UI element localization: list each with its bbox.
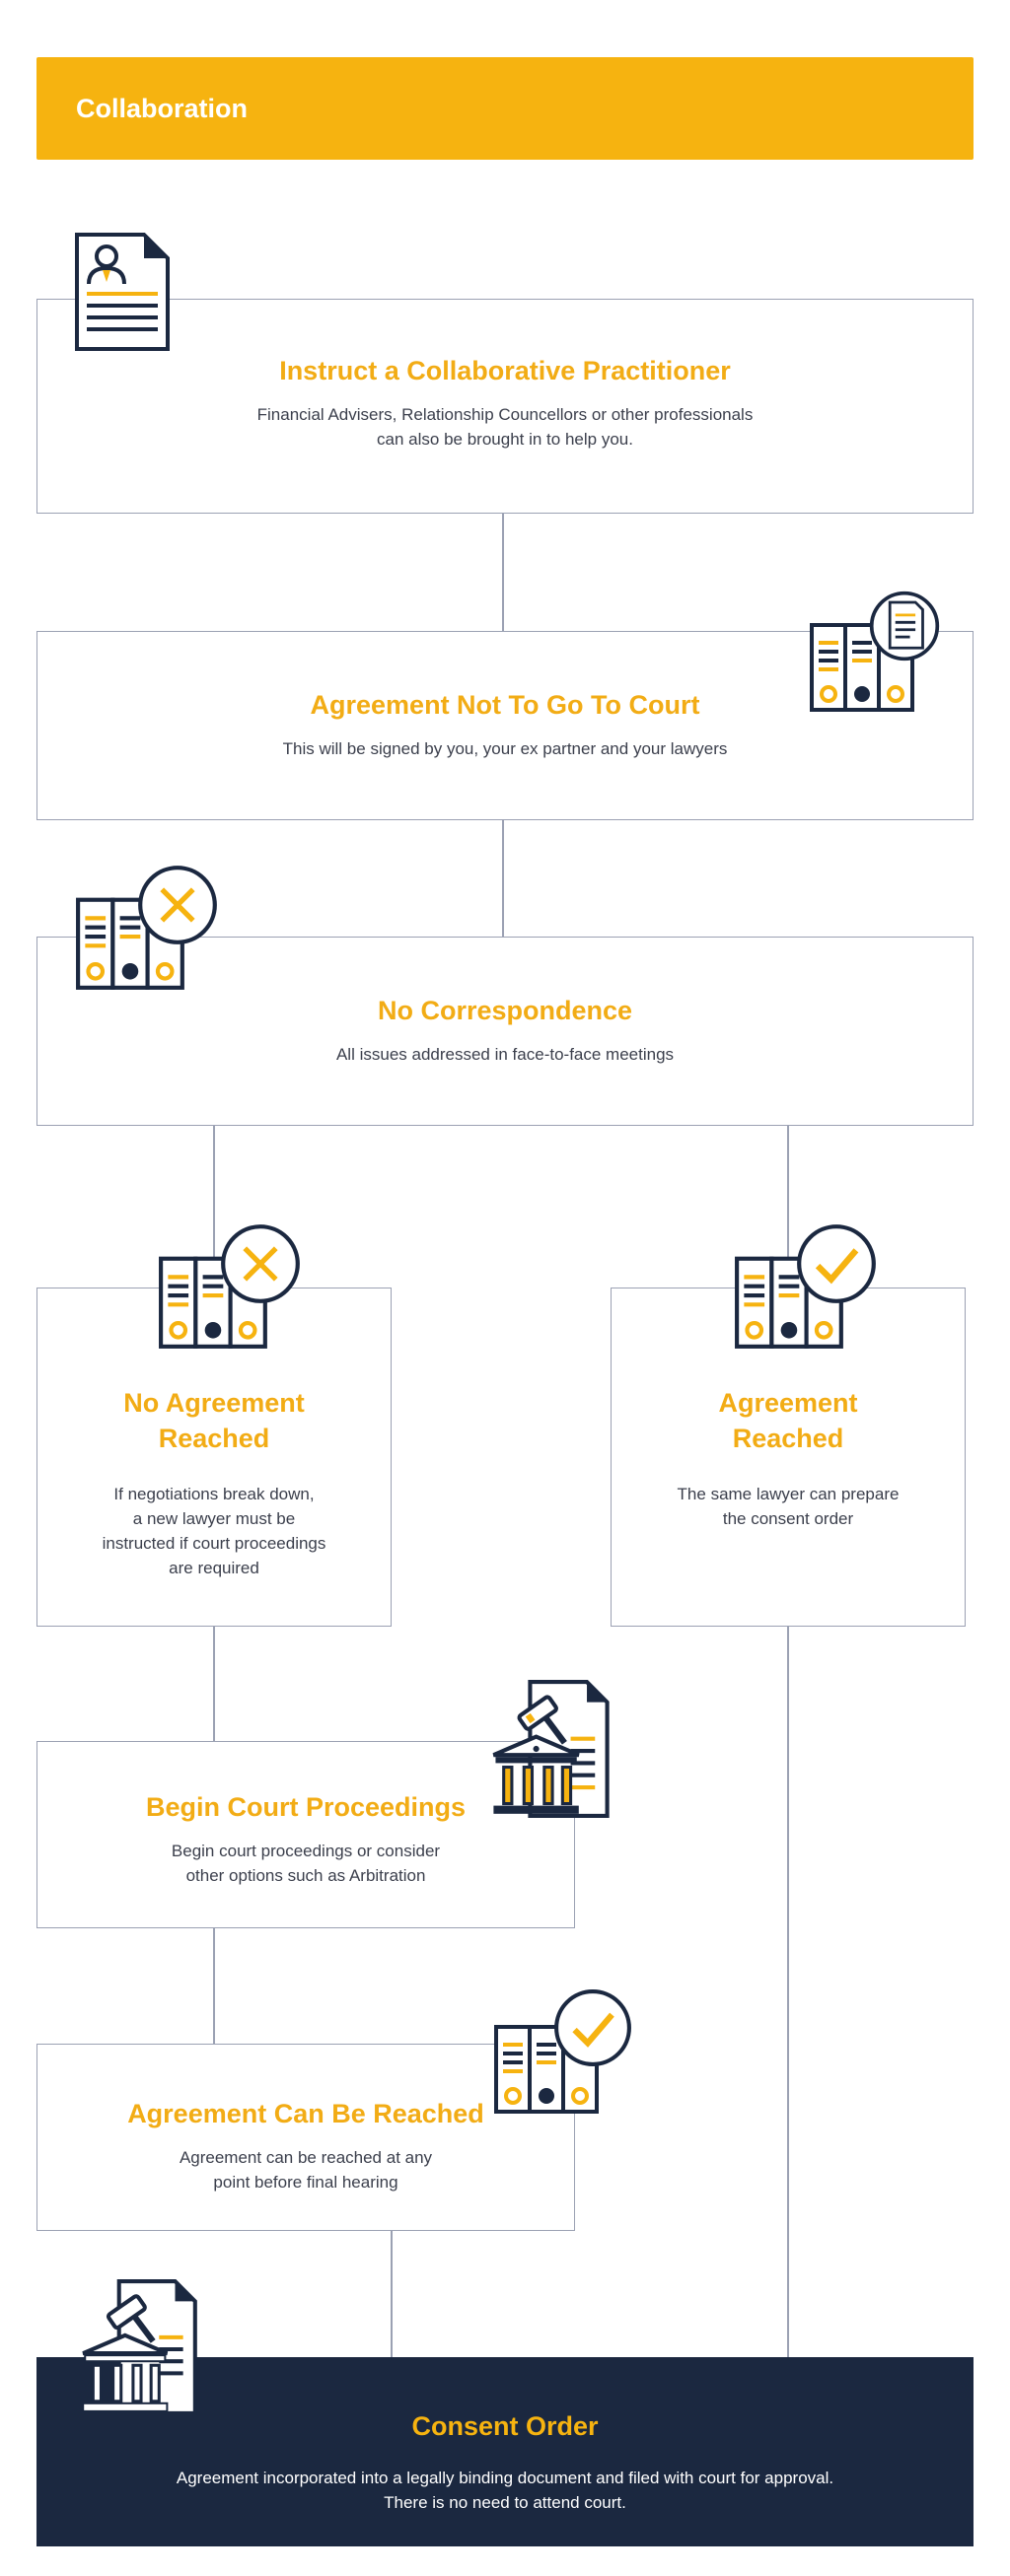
connector-line xyxy=(213,1927,215,2044)
step-title: Agreement Can Be Reached xyxy=(127,2099,484,2128)
step-no-correspondence: No Correspondence All issues addressed i… xyxy=(36,937,974,1126)
connector-line xyxy=(502,513,504,631)
connector-line xyxy=(787,1124,789,1288)
step-begin-court-proceedings: Begin Court Proceedings Begin court proc… xyxy=(36,1741,575,1928)
court-document-icon xyxy=(489,1678,612,1820)
step-description: This will be signed by you, your ex part… xyxy=(282,739,728,758)
step-instruct-practitioner: Instruct a Collaborative Practitioner Fi… xyxy=(36,299,974,514)
step-agreement-can-be-reached: Agreement Can Be Reached Agreement can b… xyxy=(36,2044,575,2231)
step-description: Agreement can be reached at any point be… xyxy=(179,2148,433,2192)
practitioner-document-icon xyxy=(75,233,170,351)
connector-line xyxy=(213,1124,215,1288)
connector-line xyxy=(391,2229,393,2357)
step-description: Begin court proceedings or consider othe… xyxy=(171,1842,441,1885)
step-title: Instruct a Collaborative Practitioner xyxy=(279,356,731,385)
step-title: No Correspondence xyxy=(377,996,633,1025)
step-description: If negotiations break down, a new lawyer… xyxy=(102,1485,326,1577)
court-document-icon xyxy=(79,2277,199,2417)
binders-document-icon xyxy=(809,590,941,714)
connector-line xyxy=(213,1625,215,1741)
step-agreement-not-court: Agreement Not To Go To Court This will b… xyxy=(36,631,974,820)
connector-line xyxy=(502,818,504,937)
step-title: Agreement Reached xyxy=(718,1388,858,1453)
binders-check-icon xyxy=(734,1222,882,1351)
header-banner: Collaboration xyxy=(36,57,974,160)
step-title: Agreement Not To Go To Court xyxy=(310,690,700,720)
consent-title: Consent Order xyxy=(411,2411,599,2441)
step-description: Financial Advisers, Relationship Councel… xyxy=(256,405,754,449)
binders-check-icon xyxy=(493,1987,641,2116)
consent-description: Agreement incorporated into a legally bi… xyxy=(176,2469,834,2512)
page-title: Collaboration xyxy=(76,94,248,123)
connector-line xyxy=(787,1625,789,2357)
binders-cross-icon xyxy=(75,864,223,992)
step-title: No Agreement Reached xyxy=(123,1388,305,1453)
binders-cross-icon xyxy=(158,1222,306,1351)
step-description: All issues addressed in face-to-face mee… xyxy=(335,1045,675,1064)
consent-order-panel: Consent Order Agreement incorporated int… xyxy=(36,2357,974,2546)
step-title: Begin Court Proceedings xyxy=(145,1792,467,1822)
step-description: The same lawyer can prepare the consent … xyxy=(677,1485,900,1528)
